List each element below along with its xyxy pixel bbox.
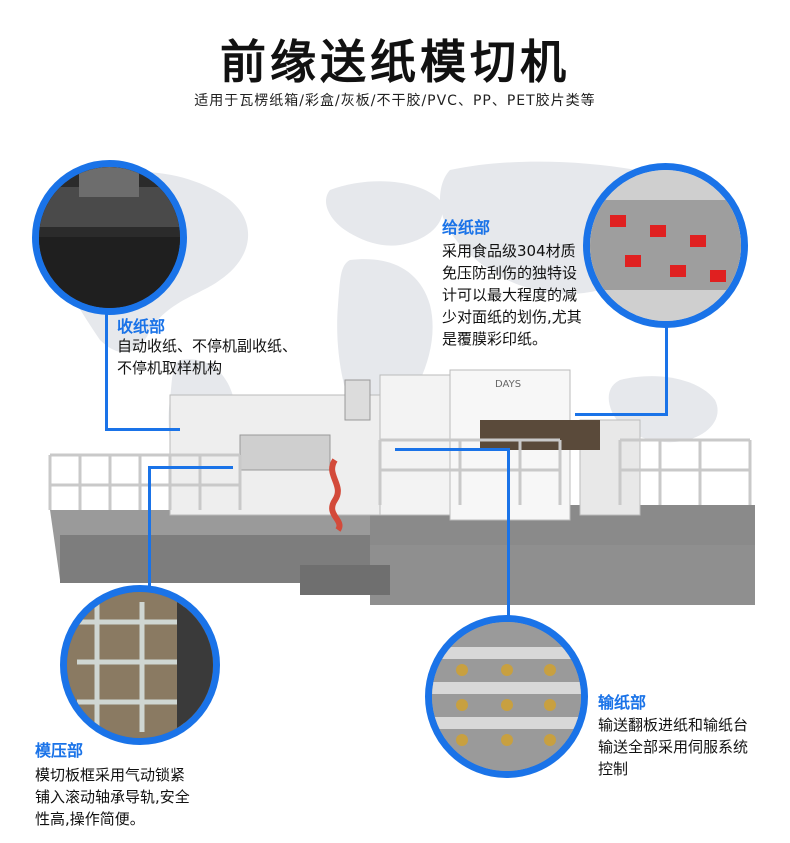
connector-transfer-h (395, 448, 510, 451)
feed-section-body: 采用食品级304材质 免压防刮伤的独特设 计可以最大程度的减 少对面纸的划伤,尤… (442, 240, 582, 350)
transfer-line-2: 输送全部采用伺服系统 (598, 738, 749, 756)
machine-brand-label: DAYS (495, 379, 521, 390)
page-title: 前缘送纸模切机 (220, 35, 570, 89)
collect-section-body: 自动收纸、不停机副收纸、 不停机取样机构 (117, 335, 297, 379)
connector-collect (105, 295, 108, 430)
diecut-line-1: 模切板框采用气动锁紧 (35, 766, 186, 784)
diecut-detail-image (60, 585, 220, 745)
connector-feed-h (575, 413, 668, 416)
transfer-line-3: 控制 (598, 760, 629, 778)
transfer-section-body: 输送翻板进纸和输纸台 输送全部采用伺服系统 控制 (598, 714, 748, 780)
collect-section-title: 收纸部 (117, 317, 166, 336)
connector-diecut (148, 468, 151, 603)
connector-feed (665, 300, 668, 415)
diecut-line-3: 性高,操作简便。 (35, 810, 145, 828)
page-subtitle: 适用于瓦楞纸箱/彩盒/灰板/不干胶/PVC、PP、PET胶片类等 (194, 93, 596, 109)
feed-line-2: 免压防刮伤的独特设 (442, 264, 578, 282)
feed-line-4: 少对面纸的划伤,尤其 (442, 308, 582, 326)
transfer-detail-image (425, 615, 588, 778)
die-cutting-machine-illustration: DAYS (48, 369, 755, 605)
collect-line-1: 自动收纸、不停机副收纸、 (117, 337, 298, 355)
transfer-line-1: 输送翻板进纸和输纸台 (598, 716, 749, 734)
diecut-line-2: 铺入滚动轴承导轨,安全 (35, 788, 190, 806)
transfer-section-title: 输纸部 (598, 693, 647, 712)
connector-transfer (507, 450, 510, 620)
connector-collect-h (105, 428, 180, 431)
feed-section-title: 给纸部 (442, 218, 491, 237)
connector-diecut-h (148, 466, 233, 469)
feed-line-1: 采用食品级304材质 (442, 242, 576, 260)
feed-line-5: 是覆膜彩印纸。 (442, 330, 548, 348)
diecut-section-title: 模压部 (35, 741, 84, 760)
feed-line-3: 计可以最大程度的减 (442, 286, 578, 304)
collect-detail-image (32, 160, 187, 315)
feed-detail-image (583, 163, 748, 328)
diecut-section-body: 模切板框采用气动锁紧 铺入滚动轴承导轨,安全 性高,操作简便。 (35, 764, 190, 830)
collect-line-2: 不停机取样机构 (117, 359, 223, 377)
